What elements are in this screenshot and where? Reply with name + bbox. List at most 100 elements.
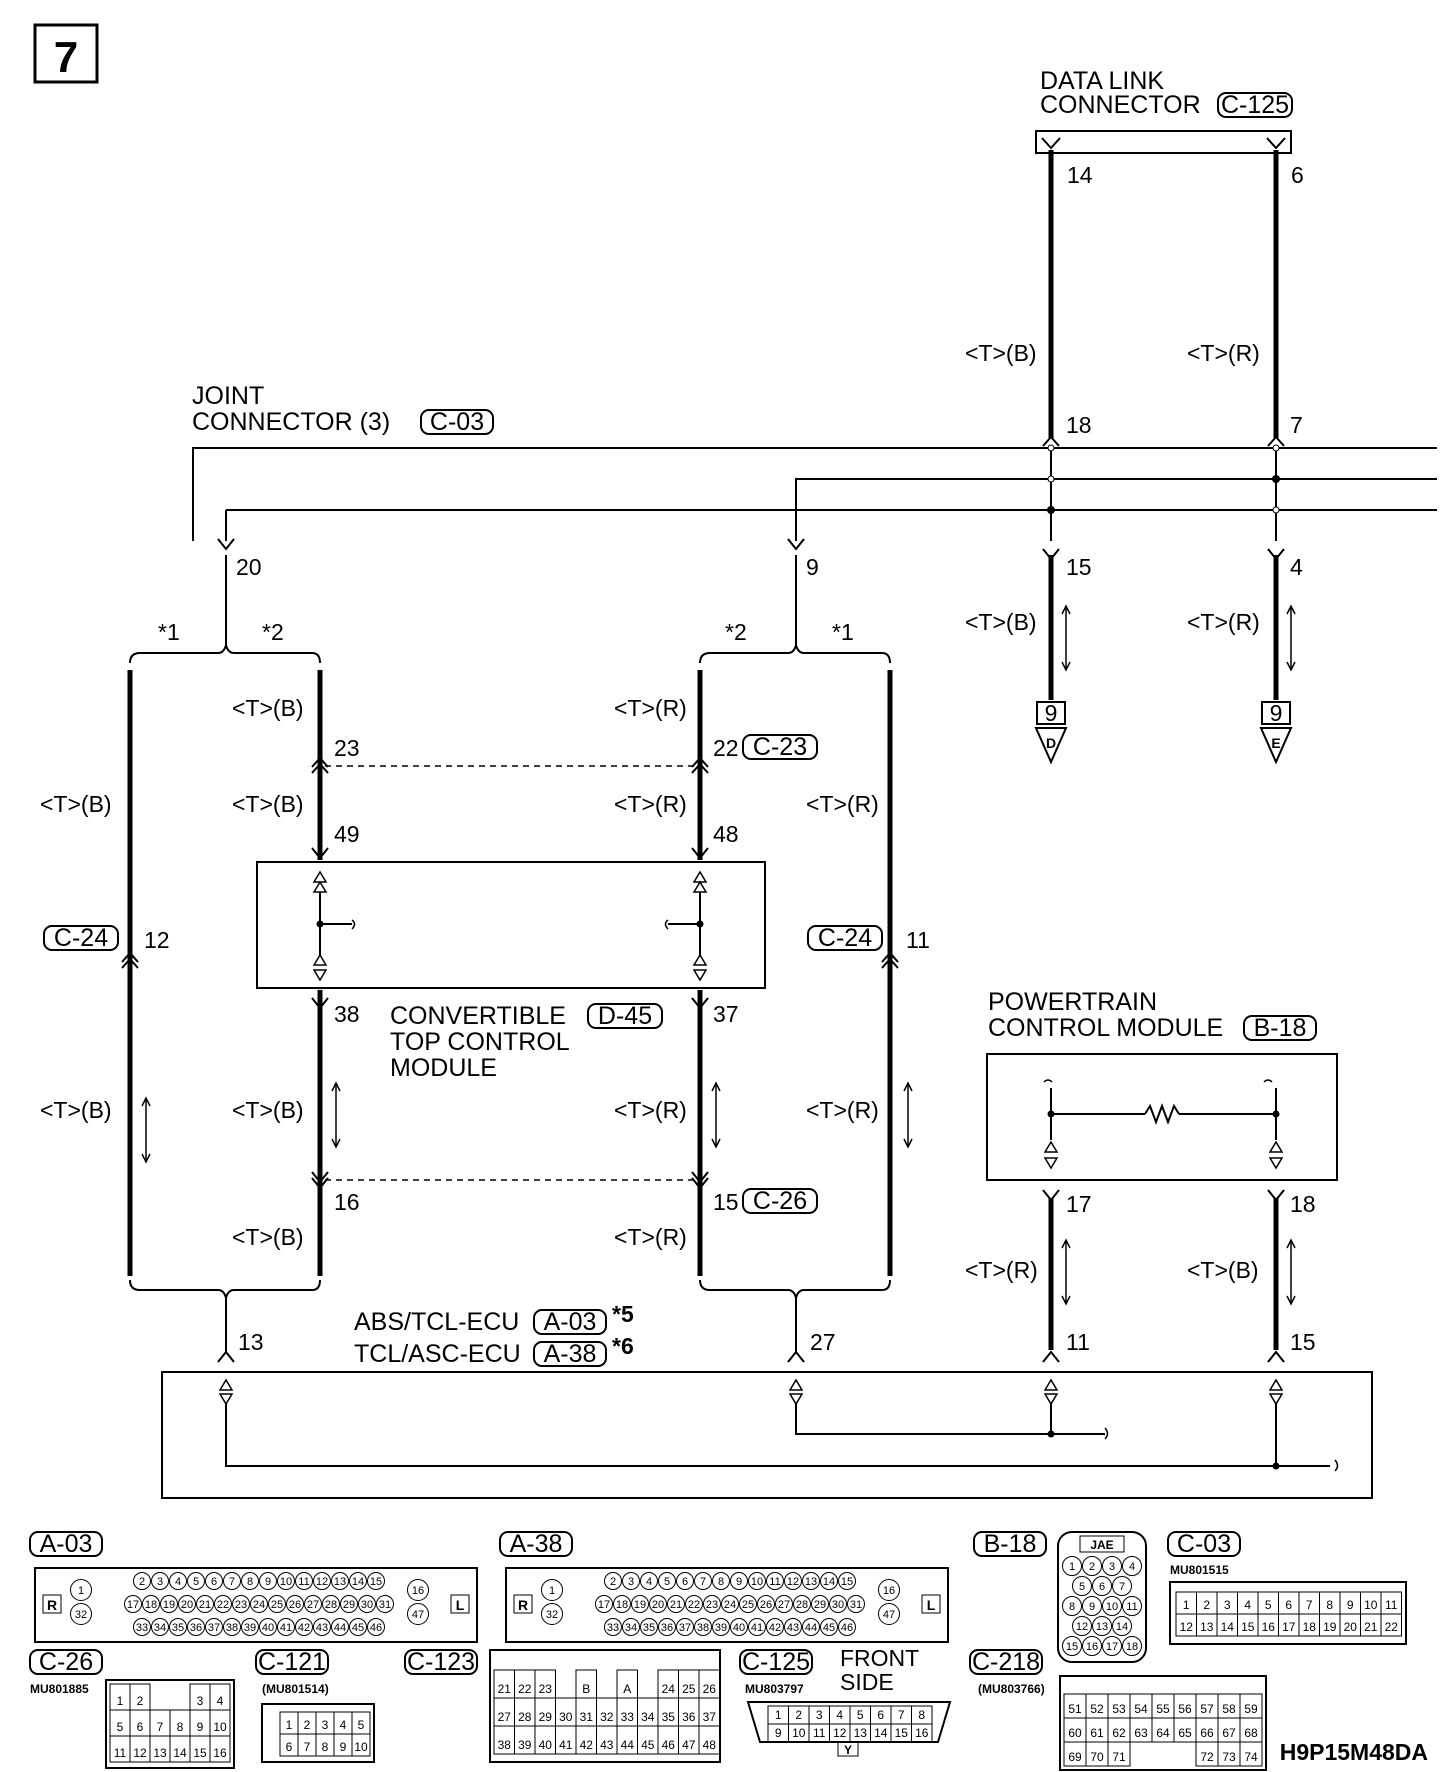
svg-text:E: E [1271,735,1280,751]
svg-text:9: 9 [1347,1598,1354,1612]
svg-text:4: 4 [217,1694,224,1708]
svg-text:41: 41 [280,1622,292,1634]
svg-text:2: 2 [304,1718,311,1732]
svg-text:8: 8 [177,1720,184,1734]
tcl-name: TCL/ASC-ECU [354,1340,521,1368]
pin-12: 12 [144,927,170,953]
svg-text:27: 27 [307,1599,319,1611]
svg-text:29: 29 [814,1599,826,1611]
svg-text:42: 42 [580,1738,594,1752]
svg-text:3: 3 [1109,1561,1115,1573]
svg-text:38: 38 [498,1738,512,1752]
brace-bottom-left [129,1279,321,1299]
dlc-name-1: DATA LINK [1040,67,1164,95]
brace-bottom-right [699,1279,891,1299]
svg-text:20: 20 [181,1599,193,1611]
svg-text:66: 66 [1200,1726,1214,1740]
svg-text:30: 30 [361,1599,373,1611]
svg-text:L: L [927,1597,936,1613]
svg-text:9: 9 [775,1726,782,1740]
svg-text:6: 6 [1099,1581,1105,1593]
svg-text:60: 60 [1068,1726,1082,1740]
svg-text:13: 13 [153,1746,167,1760]
svg-text:42: 42 [769,1622,781,1634]
svg-text:19: 19 [163,1599,175,1611]
svg-text:27: 27 [778,1599,790,1611]
svg-text:7: 7 [898,1708,905,1722]
svg-text:35: 35 [172,1622,184,1634]
svg-text:6: 6 [137,1720,144,1734]
legend-c121-part: (MU801514) [262,1682,329,1696]
svg-text:29: 29 [343,1599,355,1611]
svg-text:26: 26 [760,1599,772,1611]
svg-text:46: 46 [841,1622,853,1634]
svg-text:6: 6 [877,1708,884,1722]
svg-text:9: 9 [1270,700,1283,726]
svg-text:36: 36 [661,1622,673,1634]
svg-text:7: 7 [157,1720,164,1734]
svg-text:30: 30 [559,1710,573,1724]
joint-pin-18: 18 [1066,412,1092,438]
wire-label-r6: <T>(R) [614,1097,687,1123]
svg-text:13: 13 [334,1576,346,1588]
legend-c125: C-125 [742,1648,810,1676]
svg-text:15: 15 [841,1576,853,1588]
svg-text:10: 10 [751,1576,763,1588]
svg-text:45: 45 [823,1622,835,1634]
svg-text:2: 2 [610,1576,616,1588]
svg-text:13: 13 [805,1576,817,1588]
joint-pin-20: 20 [236,554,262,580]
legend-a03: A-03 [40,1530,93,1558]
svg-text:10: 10 [792,1726,806,1740]
brace-top-left [129,644,321,664]
svg-text:20: 20 [1344,1620,1358,1634]
svg-text:JAE: JAE [1090,1538,1113,1552]
svg-text:1: 1 [1069,1561,1075,1573]
svg-text:Y: Y [844,1743,852,1757]
dlc-body [1035,130,1292,154]
svg-text:31: 31 [850,1599,862,1611]
svg-text:59: 59 [1244,1702,1258,1716]
svg-text:10: 10 [1364,1598,1378,1612]
ecu-pin-27: 27 [810,1329,836,1355]
wire-label-b8: <T>(B) [232,1224,304,1250]
joint-pin-4: 4 [1290,554,1303,580]
svg-text:41: 41 [559,1738,573,1752]
svg-text:18: 18 [616,1599,628,1611]
ecu-pin-11: 11 [1066,1329,1090,1355]
svg-text:4: 4 [1244,1598,1251,1612]
bidirectional-arrow-icon [141,1081,913,1164]
svg-text:23: 23 [706,1599,718,1611]
svg-text:46: 46 [662,1738,676,1752]
tcl-note: *6 [612,1333,634,1359]
joint-connector: JOINT CONNECTOR (3) C-03 20 9 15 4 [192,382,1437,580]
connector-c218-body [1059,1675,1267,1771]
legend-c125-part: MU803797 [745,1682,804,1696]
pcm-name-2: CONTROL MODULE [988,1014,1223,1042]
svg-text:25: 25 [682,1682,696,1696]
svg-text:33: 33 [607,1622,619,1634]
dlc-pin-14: 14 [1067,162,1093,188]
svg-text:10: 10 [354,1740,368,1754]
svg-text:67: 67 [1222,1726,1236,1740]
bidirectional-arrow-icon [1061,1238,1296,1306]
wire-label-r7: <T>(R) [806,1097,879,1123]
svg-text:47: 47 [883,1609,895,1621]
svg-text:51: 51 [1068,1702,1082,1716]
svg-text:19: 19 [1323,1620,1337,1634]
svg-text:58: 58 [1222,1702,1236,1716]
note-2-left: *2 [262,619,284,645]
abs-tcl-ecu: ABS/TCL-ECU A-03 *5 TCL/ASC-ECU A-38 *6 [161,1301,1373,1499]
svg-text:18: 18 [145,1599,157,1611]
svg-text:56: 56 [1178,1702,1192,1716]
connector-c125-body [746,1701,952,1743]
svg-text:27: 27 [498,1710,512,1724]
legend-c123: C-123 [407,1648,475,1676]
svg-text:11: 11 [1126,1601,1137,1613]
svg-text:6: 6 [286,1740,293,1754]
svg-text:15: 15 [1241,1620,1255,1634]
svg-text:23: 23 [235,1599,247,1611]
svg-text:9: 9 [197,1720,204,1734]
svg-text:8: 8 [718,1576,724,1588]
svg-text:17: 17 [598,1599,610,1611]
